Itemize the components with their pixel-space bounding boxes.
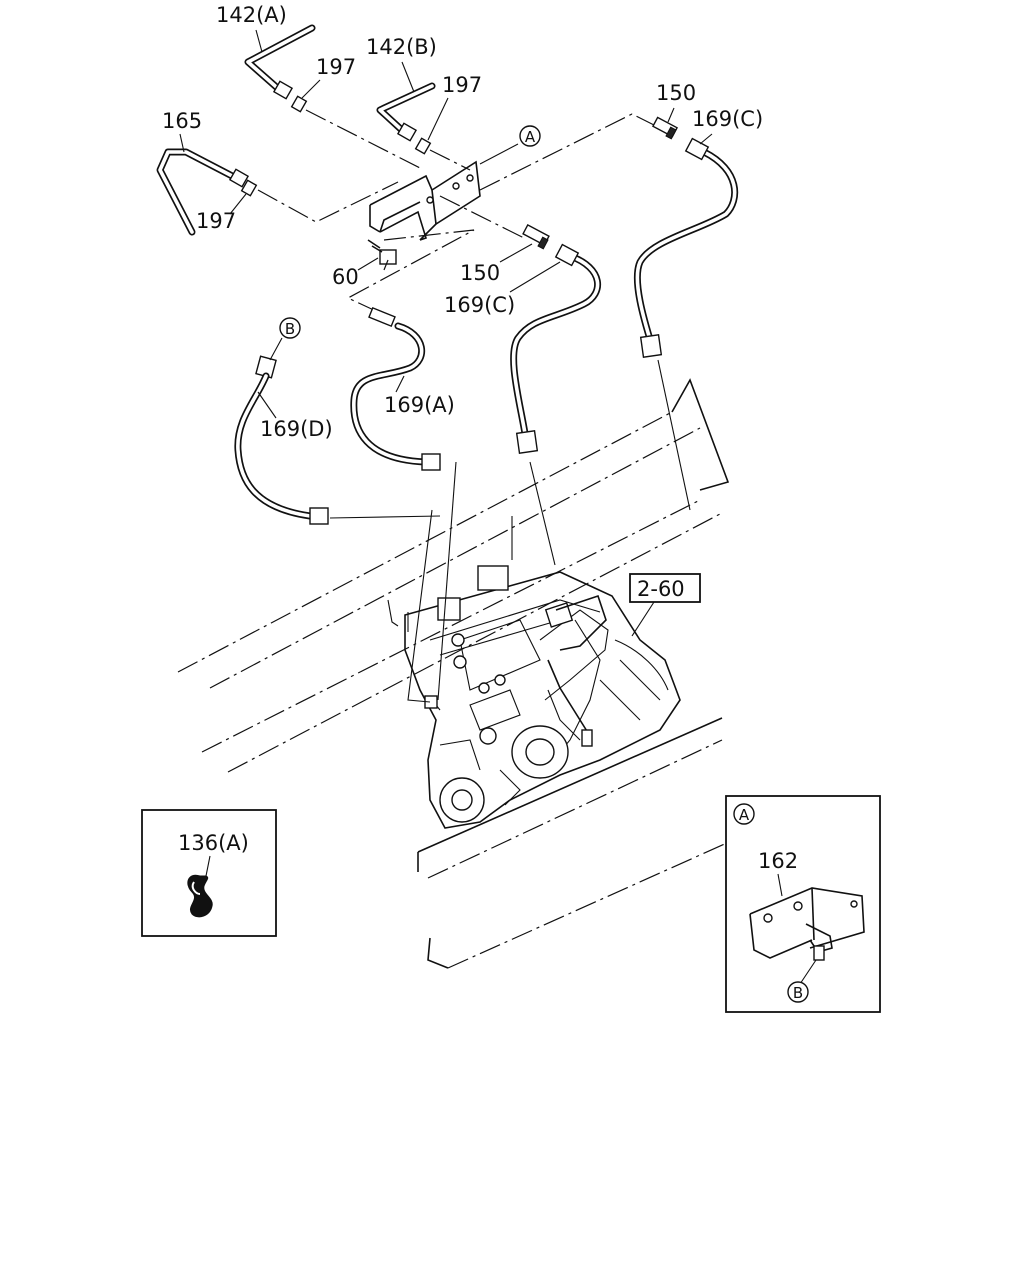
label-136a: 136(A) bbox=[178, 831, 249, 855]
label-150-mid: 150 bbox=[460, 261, 500, 285]
callout-a-main: A bbox=[479, 125, 541, 165]
pipe-routing-leaders bbox=[329, 359, 691, 703]
connector-150-top bbox=[651, 116, 679, 140]
callout-b-inset: B bbox=[787, 959, 817, 1003]
label-197-a: 197 bbox=[316, 55, 356, 79]
injection-pump-assembly bbox=[387, 565, 681, 829]
label-142a: 142(A) bbox=[216, 3, 287, 27]
reference-2-60-label: 2-60 bbox=[637, 577, 685, 601]
frame-rail bbox=[177, 378, 730, 773]
label-162: 162 bbox=[758, 849, 798, 873]
nut-197-b bbox=[414, 137, 432, 155]
pipe-169c-top bbox=[633, 137, 739, 358]
pipe-169d bbox=[234, 355, 329, 525]
label-169d: 169(D) bbox=[260, 417, 333, 441]
label-169c-mid: 169(C) bbox=[444, 293, 515, 317]
label-197-b: 197 bbox=[442, 73, 482, 97]
reference-2-60: 2-60 bbox=[629, 573, 701, 637]
pipe-169a bbox=[350, 306, 441, 471]
label-165: 165 bbox=[162, 109, 202, 133]
assembly-leaders bbox=[257, 109, 661, 313]
inset-bracket-162: A 162 B bbox=[725, 795, 881, 1013]
nut-197-a bbox=[290, 95, 308, 113]
part-labels: 142(A) 197 142(B) 197 165 197 150 169(C)… bbox=[162, 3, 763, 441]
label-197-c: 197 bbox=[196, 209, 236, 233]
svg-text:A: A bbox=[739, 806, 750, 824]
label-169a: 169(A) bbox=[384, 393, 455, 417]
pipe-142b bbox=[376, 82, 436, 142]
label-142b: 142(B) bbox=[366, 35, 437, 59]
lower-frame-rail bbox=[417, 717, 739, 969]
bolt-60 bbox=[367, 239, 397, 265]
pipe-169c-mid bbox=[510, 243, 602, 454]
inset-clip-136a: 136(A) bbox=[141, 809, 277, 937]
pipe-142a bbox=[244, 24, 316, 100]
svg-text:A: A bbox=[525, 128, 536, 146]
callout-b-main: B bbox=[269, 317, 301, 361]
label-150-top: 150 bbox=[656, 81, 696, 105]
pipe-bracket bbox=[369, 160, 481, 241]
nut-197-c bbox=[240, 179, 258, 197]
svg-text:B: B bbox=[793, 984, 803, 1002]
label-169c-top: 169(C) bbox=[692, 107, 763, 131]
svg-text:B: B bbox=[285, 320, 295, 338]
pipe-165 bbox=[156, 148, 250, 236]
callout-a-inset: A bbox=[733, 803, 755, 825]
connector-150-mid bbox=[522, 224, 550, 250]
label-60: 60 bbox=[332, 265, 359, 289]
